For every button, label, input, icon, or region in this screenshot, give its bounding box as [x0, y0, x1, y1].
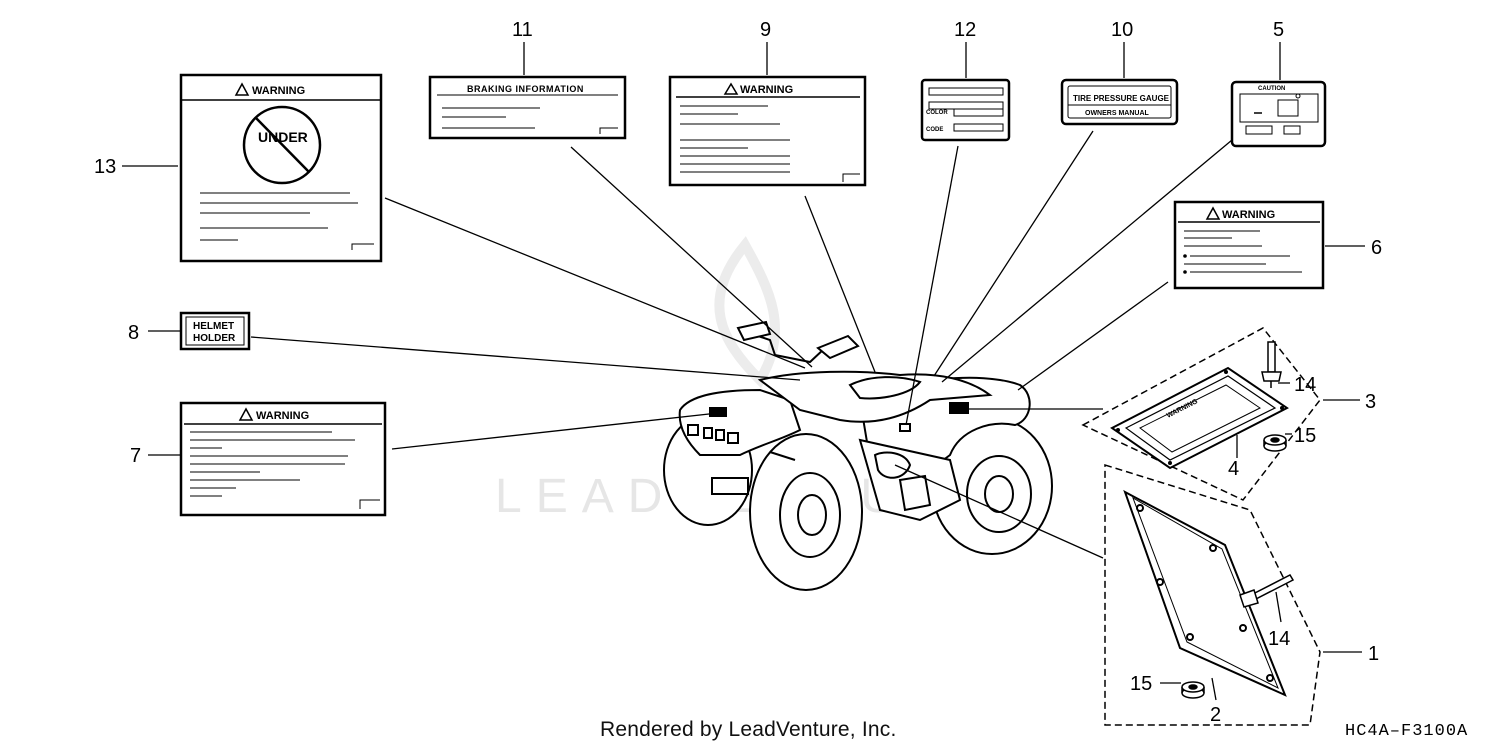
label-12-color-code: COLOR CODE [920, 78, 1011, 142]
callout-3: 3 [1365, 391, 1376, 413]
callout-14-lower: 14 [1268, 628, 1290, 650]
mount-plate-2 [1123, 489, 1287, 697]
label-6-warning: WARNING [1173, 200, 1325, 290]
label-8-helmet-text: HELMET [193, 321, 234, 332]
diagram-code: HC4A–F3100A [1345, 722, 1469, 741]
prohibition-icon [242, 105, 322, 185]
callout-9: 9 [760, 19, 771, 41]
label-6-warning-text: WARNING [1222, 209, 1275, 221]
callout-13: 13 [94, 156, 116, 178]
callout-5: 5 [1273, 19, 1284, 41]
callout-8: 8 [128, 322, 139, 344]
callout-14-upper: 14 [1294, 374, 1316, 396]
nut-15-upper [1263, 434, 1287, 452]
label-11-title-text: BRAKING INFORMATION [467, 84, 584, 94]
callout-15-lower: 15 [1130, 673, 1152, 695]
callout-4: 4 [1228, 458, 1239, 480]
callout-6: 6 [1371, 237, 1382, 259]
label-12-code-text: CODE [926, 127, 943, 133]
callout-10: 10 [1111, 19, 1133, 41]
warning-triangle-icon [238, 407, 254, 421]
label-13-warning-text: WARNING [252, 85, 305, 97]
watermark-flame-icon [714, 236, 780, 389]
label-5-caution: CAUTION [1230, 80, 1327, 148]
warning-triangle-icon [234, 82, 250, 96]
mount-plate-box [1104, 463, 1321, 726]
callout-12: 12 [954, 19, 976, 41]
plate-assembly-box [1081, 327, 1321, 501]
label-12-color-text: COLOR [926, 110, 948, 116]
label-7-warning: WARNING [179, 401, 387, 517]
callout-15-upper: 15 [1294, 425, 1316, 447]
label-5-caution-text: CAUTION [1258, 86, 1285, 92]
label-7-warning-text: WARNING [256, 410, 309, 422]
label-9-warning-text: WARNING [740, 84, 793, 96]
label-9-warning: WARNING [668, 75, 867, 187]
label-13-under-text: UNDER [258, 129, 308, 145]
callout-numbers: 1 2 3 4 5 6 7 8 9 10 11 12 13 14 14 15 1… [94, 19, 1382, 726]
warning-triangle-icon [723, 82, 739, 95]
label-10-manual-text: OWNERS MANUAL [1085, 110, 1149, 117]
leader-lines [122, 42, 1365, 701]
label-10-tire-pressure-gauge: TIRE PRESSURE GAUGE OWNERS MANUAL [1060, 78, 1179, 126]
rivet-14-lower [1239, 574, 1295, 608]
nut-15-lower [1181, 681, 1205, 699]
callout-2: 2 [1210, 704, 1221, 726]
callout-11: 11 [512, 19, 533, 41]
warning-plate-4 [1110, 366, 1289, 470]
label-8-helmet-holder: HELMET HOLDER [179, 311, 251, 351]
label-11-braking-information: BRAKING INFORMATION [428, 75, 627, 140]
label-8-holder-text: HOLDER [193, 333, 236, 344]
label-10-gauge-text: TIRE PRESSURE GAUGE [1073, 94, 1170, 103]
callout-1: 1 [1368, 643, 1379, 665]
atv-illustration [663, 320, 1053, 591]
callout-7: 7 [130, 445, 141, 467]
label-13-warning-under: WARNING UNDER [179, 73, 383, 263]
rivet-14-upper [1261, 341, 1282, 388]
footer-credit: Rendered by LeadVenture, Inc. [600, 718, 897, 741]
warning-triangle-icon [1205, 206, 1221, 220]
